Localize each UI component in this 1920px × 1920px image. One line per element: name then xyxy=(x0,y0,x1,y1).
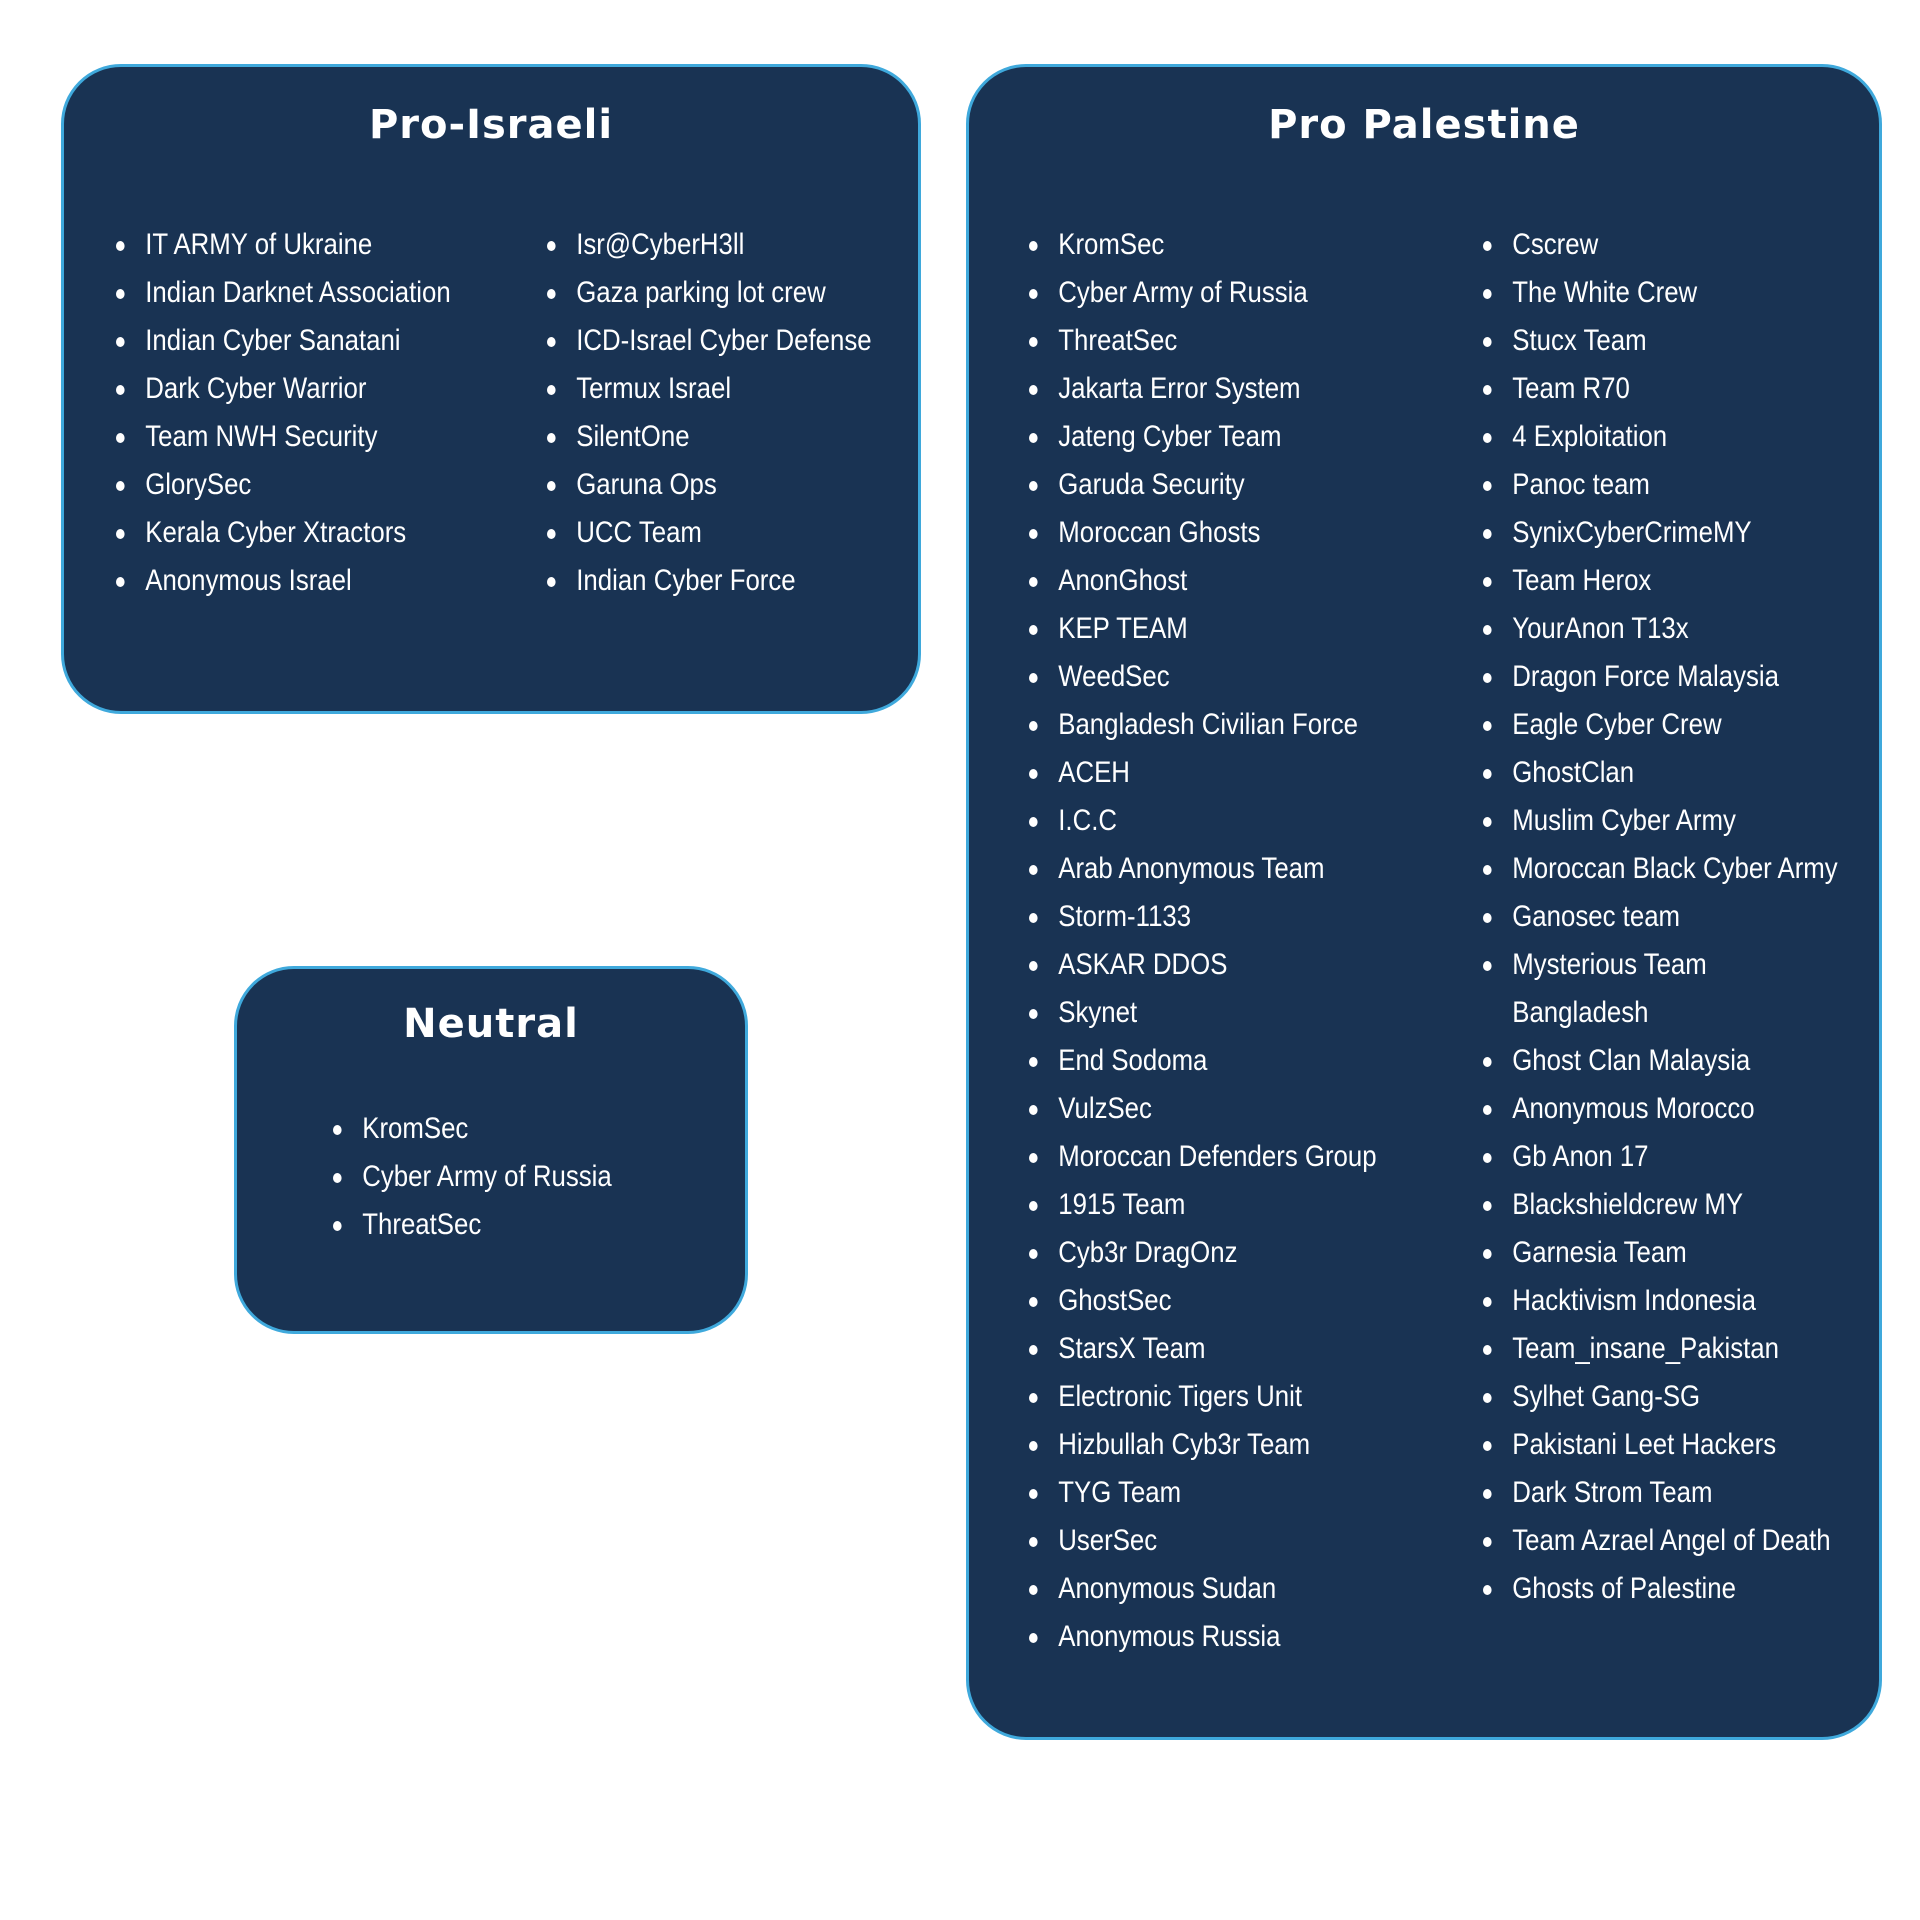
list-item: UserSec xyxy=(1029,1517,1377,1565)
list-item: Team NWH Security xyxy=(116,413,451,461)
list-item: Stucx Team xyxy=(1483,317,1838,365)
list-item: 1915 Team xyxy=(1029,1181,1377,1229)
list-item: Cyber Army of Russia xyxy=(333,1153,612,1201)
list-item: Electronic Tigers Unit xyxy=(1029,1373,1377,1421)
list-item: Team_insane_Pakistan xyxy=(1483,1325,1838,1373)
list-item: Ghosts of Palestine xyxy=(1483,1565,1838,1613)
neutral-card: Neutral KromSec Cyber Army of Russia Thr… xyxy=(234,966,748,1334)
list-item: KromSec xyxy=(1029,221,1377,269)
list-item: Team Azrael Angel of Death xyxy=(1483,1517,1838,1565)
pro-israeli-list-column-1: IT ARMY of Ukraine Indian Darknet Associ… xyxy=(116,221,505,605)
list-item: Hacktivism Indonesia xyxy=(1483,1277,1838,1325)
list-item: UCC Team xyxy=(547,509,872,557)
list-item: End Sodoma xyxy=(1029,1037,1377,1085)
list-item: KEP TEAM xyxy=(1029,605,1377,653)
list-item: GhostClan xyxy=(1483,749,1838,797)
list-item: AnonGhost xyxy=(1029,557,1377,605)
pro-palestine-title: Pro Palestine xyxy=(1268,102,1580,148)
list-item: Indian Darknet Association xyxy=(116,269,451,317)
list-item: Moroccan Black Cyber Army xyxy=(1483,845,1838,893)
list-item: Garuna Ops xyxy=(547,461,872,509)
list-item: Pakistani Leet Hackers xyxy=(1483,1421,1838,1469)
pro-palestine-list-column-1: KromSec Cyber Army of Russia ThreatSec J… xyxy=(1029,221,1433,1661)
list-item: ICD-Israel Cyber Defense xyxy=(547,317,872,365)
list-item: ThreatSec xyxy=(1029,317,1377,365)
list-item: Cyb3r DragOnz xyxy=(1029,1229,1377,1277)
pro-palestine-card: Pro Palestine KromSec Cyber Army of Russ… xyxy=(966,64,1882,1740)
list-item: Gb Anon 17 xyxy=(1483,1133,1838,1181)
list-item: Anonymous Morocco xyxy=(1483,1085,1838,1133)
list-item: Gaza parking lot crew xyxy=(547,269,872,317)
list-item: TYG Team xyxy=(1029,1469,1377,1517)
list-item: Anonymous Sudan xyxy=(1029,1565,1377,1613)
neutral-title: Neutral xyxy=(403,1001,579,1047)
list-item: Dark Cyber Warrior xyxy=(116,365,451,413)
list-item: I.C.C xyxy=(1029,797,1377,845)
list-item: Dragon Force Malaysia xyxy=(1483,653,1838,701)
list-item: Cyber Army of Russia xyxy=(1029,269,1377,317)
list-item: Team R70 xyxy=(1483,365,1838,413)
list-item: Cscrew xyxy=(1483,221,1838,269)
list-item: Storm-1133 xyxy=(1029,893,1377,941)
list-item: ACEH xyxy=(1029,749,1377,797)
list-item: Dark Strom Team xyxy=(1483,1469,1838,1517)
list-item: Jateng Cyber Team xyxy=(1029,413,1377,461)
list-item: YourAnon T13x xyxy=(1483,605,1838,653)
list-item: The White Crew xyxy=(1483,269,1838,317)
list-item: 4 Exploitation xyxy=(1483,413,1838,461)
pro-israeli-card: Pro-Israeli IT ARMY of Ukraine Indian Da… xyxy=(61,64,921,714)
list-item: Skynet xyxy=(1029,989,1377,1037)
list-item: GhostSec xyxy=(1029,1277,1377,1325)
list-item: SynixCyberCrimeMY xyxy=(1483,509,1838,557)
list-item: Hizbullah Cyb3r Team xyxy=(1029,1421,1377,1469)
list-item: Sylhet Gang-SG xyxy=(1483,1373,1838,1421)
list-item: Anonymous Russia xyxy=(1029,1613,1377,1661)
pro-israeli-title: Pro-Israeli xyxy=(368,102,614,148)
list-item: Mysterious Team xyxy=(1483,941,1838,989)
list-item: Ghost Clan Malaysia xyxy=(1483,1037,1838,1085)
list-item: Arab Anonymous Team xyxy=(1029,845,1377,893)
list-item: ThreatSec xyxy=(333,1201,612,1249)
list-item: IT ARMY of Ukraine xyxy=(116,221,451,269)
list-item: Indian Cyber Sanatani xyxy=(116,317,451,365)
list-item: WeedSec xyxy=(1029,653,1377,701)
list-item: Moroccan Defenders Group xyxy=(1029,1133,1377,1181)
list-item: SilentOne xyxy=(547,413,872,461)
list-item: Jakarta Error System xyxy=(1029,365,1377,413)
list-item: Indian Cyber Force xyxy=(547,557,872,605)
list-item: Muslim Cyber Army xyxy=(1483,797,1838,845)
list-item: Garnesia Team xyxy=(1483,1229,1838,1277)
list-item: Garuda Security xyxy=(1029,461,1377,509)
list-item: Isr@CyberH3ll xyxy=(547,221,872,269)
pro-israeli-list-column-2: Isr@CyberH3ll Gaza parking lot crew ICD-… xyxy=(547,221,924,605)
list-item: Eagle Cyber Crew xyxy=(1483,701,1838,749)
list-item: Moroccan Ghosts xyxy=(1029,509,1377,557)
pro-palestine-list-column-2: Cscrew The White Crew Stucx Team Team R7… xyxy=(1483,221,1895,1613)
list-item-continuation: Bangladesh xyxy=(1512,996,1649,1029)
list-item: StarsX Team xyxy=(1029,1325,1377,1373)
neutral-list: KromSec Cyber Army of Russia ThreatSec xyxy=(333,1105,657,1249)
list-item: KromSec xyxy=(333,1105,612,1153)
list-item: Blackshieldcrew MY xyxy=(1483,1181,1838,1229)
list-item: Panoc team xyxy=(1483,461,1838,509)
list-item: Team Herox xyxy=(1483,557,1838,605)
list-item: Bangladesh Civilian Force xyxy=(1029,701,1377,749)
list-item: Ganosec team xyxy=(1483,893,1838,941)
list-item: GlorySec xyxy=(116,461,451,509)
list-item: Anonymous Israel xyxy=(116,557,451,605)
list-item: VulzSec xyxy=(1029,1085,1377,1133)
list-item: Termux Israel xyxy=(547,365,872,413)
list-item: ASKAR DDOS xyxy=(1029,941,1377,989)
list-item: Kerala Cyber Xtractors xyxy=(116,509,451,557)
